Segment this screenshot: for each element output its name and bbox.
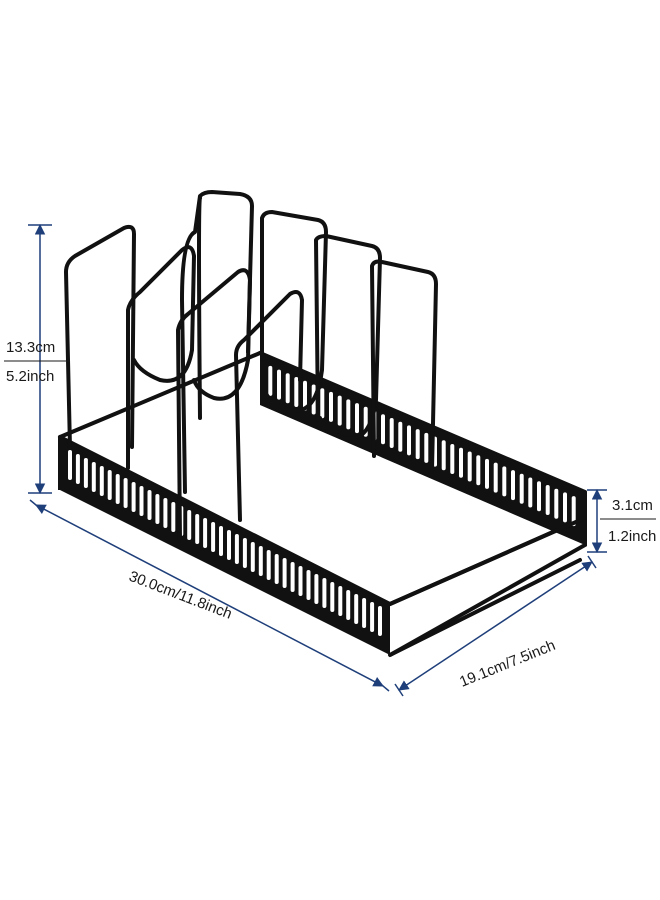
perforation-slot bbox=[554, 488, 559, 519]
perforation-slot bbox=[407, 425, 411, 456]
perforation-slot bbox=[274, 554, 279, 584]
perforation-slot bbox=[450, 444, 455, 474]
wire-divider-1 bbox=[64, 224, 136, 450]
wire-divider-5 bbox=[197, 196, 202, 420]
front-perforated-panel bbox=[60, 437, 390, 655]
wire-divider-7 bbox=[314, 234, 382, 441]
wire-divider-3 bbox=[126, 245, 196, 470]
perforation-slot bbox=[415, 429, 420, 460]
perforation-slot bbox=[123, 478, 128, 508]
perforation-slot bbox=[537, 481, 541, 512]
perforation-slot bbox=[219, 526, 223, 556]
perforation-slot bbox=[320, 388, 325, 419]
perforation-slot bbox=[163, 498, 168, 528]
width-label: 19.1cm/7.5inch bbox=[457, 637, 558, 691]
perforation-slot bbox=[298, 566, 303, 596]
perforation-slot bbox=[83, 458, 88, 488]
perforation-slot bbox=[346, 590, 351, 620]
perforation-slot bbox=[378, 606, 382, 636]
dimension-lines bbox=[28, 223, 607, 697]
perforation-slot bbox=[266, 550, 271, 580]
perforation-slot bbox=[155, 494, 160, 524]
wire-divider-4 bbox=[234, 290, 304, 522]
perforation-slot bbox=[290, 562, 295, 592]
perforation-slot bbox=[337, 395, 342, 426]
perforation-slot bbox=[107, 470, 112, 500]
perforation-slot bbox=[187, 510, 192, 540]
perforation-slot bbox=[303, 380, 307, 411]
perforation-slot bbox=[476, 455, 481, 486]
perforation-slot bbox=[545, 485, 550, 515]
wire-divider-9 bbox=[176, 268, 252, 542]
wire-divider-6 bbox=[260, 210, 328, 413]
perforation-slot bbox=[171, 502, 176, 532]
perforation-slot bbox=[563, 492, 567, 523]
perforation-slot bbox=[519, 473, 524, 504]
perforation-slot bbox=[441, 440, 446, 471]
perforation-slot bbox=[338, 586, 343, 616]
perforation-slot bbox=[115, 474, 120, 504]
perforation-slot bbox=[99, 466, 104, 496]
perforation-slot bbox=[485, 458, 489, 489]
perforation-slot bbox=[370, 602, 375, 632]
perforation-slot bbox=[211, 522, 216, 552]
wire-divider-2 bbox=[180, 190, 254, 494]
perforation-slot bbox=[234, 534, 239, 564]
perforation-slot bbox=[322, 578, 327, 608]
wire-dividers bbox=[64, 190, 438, 542]
perforation-slot bbox=[282, 558, 287, 588]
wire-divider-8 bbox=[370, 259, 438, 472]
height-cm-label: 13.3cm bbox=[6, 339, 55, 356]
perforation-slot bbox=[258, 546, 263, 576]
perforation-slot bbox=[203, 518, 208, 548]
perforation-slot bbox=[268, 365, 273, 396]
perforation-slot bbox=[398, 421, 403, 452]
length-dimension-arrow bbox=[35, 504, 384, 687]
perforation-slot bbox=[362, 598, 367, 628]
perforation-slot bbox=[314, 574, 319, 604]
perforation-slot bbox=[329, 391, 333, 422]
perforation-slot bbox=[493, 462, 498, 493]
perforation-slot bbox=[242, 538, 247, 568]
base-height-inch-label: 1.2inch bbox=[608, 528, 656, 545]
rack-back-rail bbox=[58, 351, 262, 439]
perforation-slot bbox=[75, 454, 80, 484]
base-height-cm-label: 3.1cm bbox=[612, 497, 653, 514]
length-label: 30.0cm/11.8inch bbox=[127, 568, 235, 623]
perforation-slot bbox=[571, 496, 576, 527]
perforation-slot bbox=[294, 377, 299, 407]
perforation-slot bbox=[354, 594, 359, 624]
perforation-slot bbox=[424, 432, 429, 463]
perforation-slot bbox=[459, 447, 463, 478]
width-dimension-arrow bbox=[398, 561, 593, 691]
perforation-slot bbox=[389, 418, 394, 448]
perforation-slot bbox=[330, 582, 335, 612]
perforation-slot bbox=[147, 490, 152, 520]
perforation-slot bbox=[306, 570, 311, 600]
perforation-slot bbox=[250, 542, 255, 572]
perforation-slot bbox=[285, 373, 290, 404]
back-perforated-panel bbox=[260, 353, 585, 545]
perforation-slot bbox=[355, 403, 359, 434]
perforation-slot bbox=[511, 470, 515, 501]
perforation-slot bbox=[277, 369, 281, 400]
perforation-slot bbox=[227, 530, 231, 560]
perforation-slot bbox=[467, 451, 472, 482]
perforation-slot bbox=[91, 462, 96, 492]
perforation-slot bbox=[131, 482, 136, 512]
perforation-slot bbox=[528, 477, 533, 508]
perforation-slot bbox=[346, 399, 351, 430]
perforation-slot bbox=[381, 414, 385, 445]
perforation-slot bbox=[195, 514, 200, 544]
perforation-slot bbox=[68, 450, 72, 480]
perforation-slot bbox=[139, 486, 144, 516]
height-inch-label: 5.2inch bbox=[6, 368, 54, 385]
perforation-slot bbox=[502, 466, 507, 497]
